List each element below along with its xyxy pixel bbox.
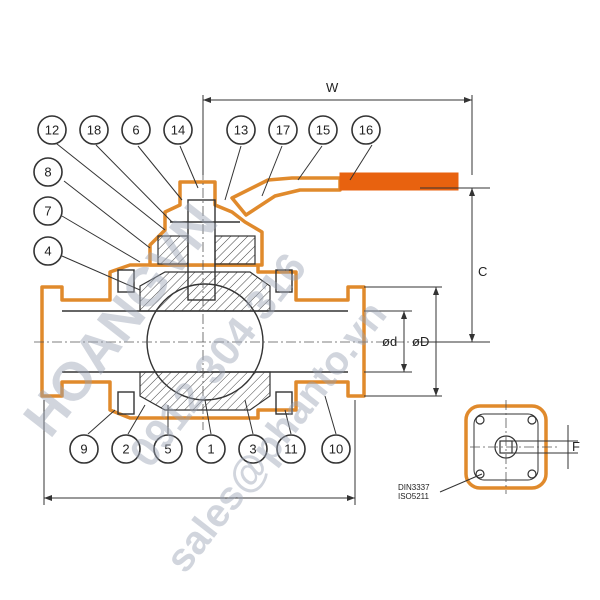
svg-text:øD: øD <box>412 334 429 349</box>
callout-8: 8 <box>33 157 63 187</box>
callout-2: 2 <box>111 434 141 464</box>
svg-text:16: 16 <box>359 123 373 138</box>
callout-11: 11 <box>276 434 306 464</box>
callout-14: 14 <box>163 115 193 145</box>
watermark: HOANGVN 0912 304 316 sales@phanto.vn <box>12 193 395 581</box>
callout-15: 15 <box>308 115 338 145</box>
callout-10: 10 <box>321 434 351 464</box>
svg-text:12: 12 <box>45 123 59 138</box>
svg-text:13: 13 <box>234 123 248 138</box>
svg-text:17: 17 <box>276 123 290 138</box>
leader-lines <box>51 139 373 435</box>
callout-17: 17 <box>268 115 298 145</box>
callout-6: 6 <box>121 115 151 145</box>
svg-text:3: 3 <box>249 442 256 457</box>
callout-3: 3 <box>238 434 268 464</box>
svg-text:14: 14 <box>171 123 185 138</box>
svg-text:2: 2 <box>122 442 129 457</box>
dimension-od: ød <box>364 310 412 373</box>
svg-text:8: 8 <box>44 165 51 180</box>
dimension-c: C <box>420 187 490 343</box>
dimension-w: W <box>202 80 473 175</box>
callout-1: 1 <box>196 434 226 464</box>
svg-text:15: 15 <box>316 123 330 138</box>
callout-18: 18 <box>79 115 109 145</box>
svg-text:1: 1 <box>207 442 214 457</box>
svg-text:5: 5 <box>164 442 171 457</box>
callout-12: 12 <box>37 115 67 145</box>
svg-text:ISO5211: ISO5211 <box>398 492 430 501</box>
callout-4: 4 <box>33 236 63 266</box>
dimension-oD: øD <box>364 286 442 397</box>
lever-handle <box>230 172 459 217</box>
svg-text:DIN3337: DIN3337 <box>398 483 430 492</box>
stem-assembly <box>148 180 264 301</box>
svg-text:ød: ød <box>382 334 397 349</box>
svg-text:6: 6 <box>132 123 139 138</box>
svg-text:11: 11 <box>284 442 298 457</box>
svg-text:4: 4 <box>44 244 51 259</box>
svg-text:F: F <box>572 439 580 454</box>
callout-5: 5 <box>153 434 183 464</box>
callout-13: 13 <box>226 115 256 145</box>
handle-grip <box>339 172 459 191</box>
svg-text:7: 7 <box>44 204 51 219</box>
dimension-overall-length <box>43 400 356 505</box>
svg-text:18: 18 <box>87 123 101 138</box>
callout-7: 7 <box>33 196 63 226</box>
svg-text:9: 9 <box>80 442 87 457</box>
svg-text:C: C <box>478 264 487 279</box>
callout-16: 16 <box>351 115 381 145</box>
svg-text:10: 10 <box>329 442 343 457</box>
callout-9: 9 <box>69 434 99 464</box>
mounting-pad-view: F DIN3337 ISO5211 <box>398 400 580 501</box>
svg-text:W: W <box>326 80 339 95</box>
